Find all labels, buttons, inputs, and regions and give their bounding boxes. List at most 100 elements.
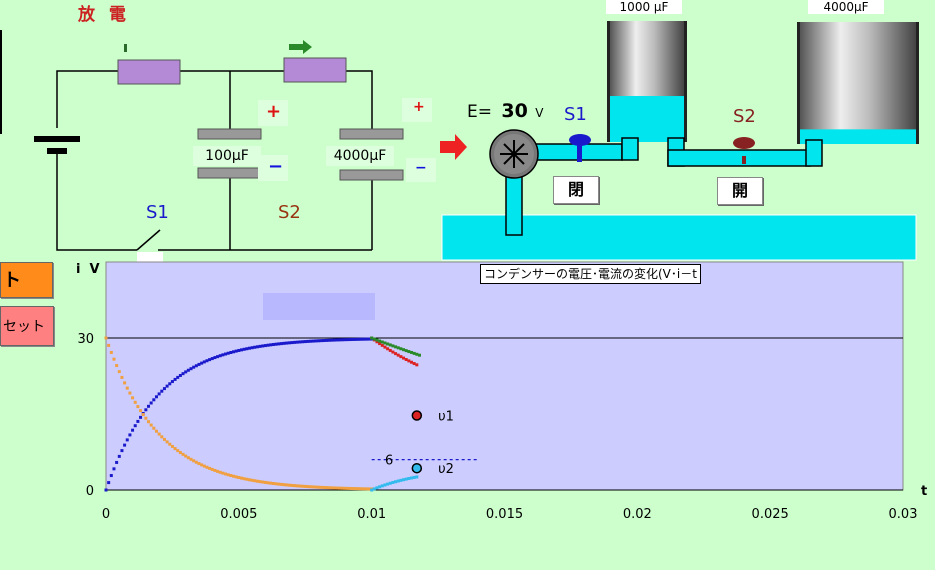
data-point bbox=[200, 463, 204, 467]
data-point bbox=[388, 481, 392, 485]
data-point bbox=[120, 375, 124, 379]
data-point bbox=[181, 372, 185, 376]
data-point bbox=[279, 482, 283, 486]
data-point bbox=[234, 349, 238, 353]
data-point bbox=[386, 342, 390, 346]
data-point bbox=[417, 353, 421, 357]
data-point bbox=[234, 475, 238, 479]
data-point bbox=[266, 481, 270, 485]
data-point bbox=[128, 433, 132, 437]
data-point bbox=[253, 479, 257, 483]
data-point bbox=[229, 350, 233, 354]
data-point bbox=[109, 474, 113, 478]
data-point bbox=[192, 459, 196, 463]
data-point bbox=[295, 484, 299, 488]
curve-label: 6 bbox=[385, 454, 393, 469]
start-button[interactable]: ト bbox=[0, 262, 53, 298]
series-charge_i bbox=[104, 336, 374, 491]
data-point bbox=[348, 338, 352, 342]
data-point bbox=[338, 486, 342, 490]
data-point bbox=[277, 342, 281, 346]
data-point bbox=[399, 355, 403, 359]
valve-s2-toggle[interactable]: 開 bbox=[717, 177, 763, 205]
data-point bbox=[213, 468, 217, 472]
data-point bbox=[364, 337, 368, 341]
data-point bbox=[314, 339, 318, 343]
data-point bbox=[375, 340, 379, 344]
data-point bbox=[290, 341, 294, 345]
data-point bbox=[168, 442, 172, 446]
valve-s2-icon[interactable] bbox=[733, 137, 755, 164]
data-point bbox=[210, 467, 214, 471]
data-point bbox=[402, 348, 406, 352]
data-point bbox=[125, 438, 129, 442]
valve-s1-icon[interactable] bbox=[569, 134, 591, 162]
data-point bbox=[107, 481, 111, 485]
data-point bbox=[261, 344, 265, 348]
switch-s1-label[interactable]: S1 bbox=[146, 202, 169, 223]
data-point bbox=[263, 344, 267, 348]
data-point bbox=[154, 429, 158, 433]
data-point bbox=[136, 405, 140, 409]
data-point bbox=[197, 362, 201, 366]
data-point bbox=[378, 342, 382, 346]
data-point bbox=[388, 348, 392, 352]
tank-1 bbox=[607, 21, 687, 142]
data-point bbox=[335, 338, 339, 342]
reset-button[interactable]: セット bbox=[0, 306, 54, 346]
data-point bbox=[298, 484, 302, 488]
υ1-marker bbox=[411, 410, 423, 421]
valve-s1-toggle[interactable]: 閉 bbox=[553, 176, 599, 204]
data-point bbox=[269, 343, 273, 347]
data-point bbox=[247, 346, 251, 350]
pipe-tank2-down bbox=[805, 139, 823, 167]
switch-s2-label[interactable]: S2 bbox=[278, 202, 301, 223]
data-point bbox=[298, 340, 302, 344]
data-point bbox=[375, 486, 379, 490]
data-point bbox=[343, 338, 347, 342]
data-point bbox=[210, 357, 214, 361]
data-point bbox=[157, 432, 161, 436]
data-point bbox=[351, 337, 355, 341]
data-point bbox=[327, 486, 331, 490]
data-point bbox=[335, 486, 339, 490]
current-arrow-icon bbox=[289, 40, 312, 54]
data-point bbox=[375, 338, 379, 342]
data-point bbox=[343, 486, 347, 490]
data-point bbox=[354, 487, 358, 491]
data-point bbox=[383, 341, 387, 345]
data-point bbox=[415, 475, 419, 479]
data-point bbox=[218, 470, 222, 474]
data-point bbox=[407, 477, 411, 481]
data-point bbox=[386, 347, 390, 351]
data-point bbox=[247, 478, 251, 482]
data-point bbox=[383, 345, 387, 349]
data-point bbox=[317, 485, 321, 489]
data-point bbox=[147, 420, 151, 424]
data-point bbox=[407, 350, 411, 354]
data-point bbox=[194, 460, 198, 464]
data-point bbox=[104, 336, 108, 340]
battery-long-plate bbox=[34, 136, 80, 142]
chart-xlabel: t bbox=[921, 484, 928, 499]
data-point bbox=[170, 380, 174, 384]
voltage-prefix: E= bbox=[467, 102, 492, 122]
x-tick-label: 0.01 bbox=[357, 507, 386, 522]
data-point bbox=[293, 484, 297, 488]
data-point bbox=[277, 482, 281, 486]
data-point bbox=[165, 384, 169, 388]
data-point bbox=[133, 424, 137, 428]
cap1-minus-sign: − bbox=[268, 156, 284, 177]
data-point bbox=[104, 488, 108, 492]
data-point bbox=[200, 361, 204, 365]
data-point bbox=[112, 467, 116, 471]
cap1-plus-sign: + bbox=[266, 101, 282, 122]
data-point bbox=[356, 487, 360, 491]
data-point bbox=[192, 365, 196, 369]
circuit-title: 放 電 bbox=[78, 5, 130, 25]
data-point bbox=[115, 364, 119, 368]
highlight-box bbox=[263, 293, 375, 320]
data-point bbox=[216, 469, 220, 473]
